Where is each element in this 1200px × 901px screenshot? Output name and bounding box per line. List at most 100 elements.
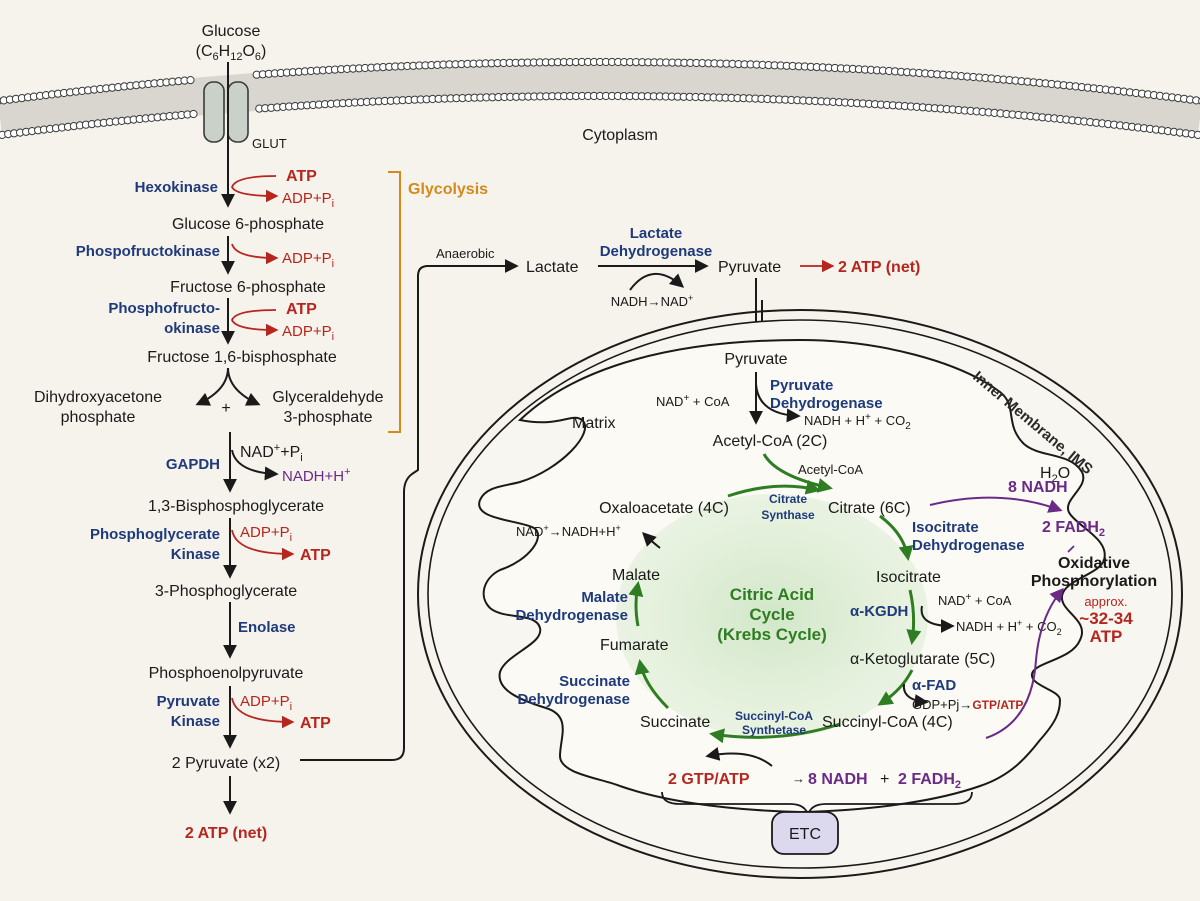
idh-label-line-1: Isocitrate [912,519,979,536]
krebs-title-line-3: (Krebs Cycle) [717,625,827,644]
malate-label: Malate [612,567,660,584]
water-label: H2O [1040,465,1070,485]
cell-membrane [0,57,1200,139]
krebs-background [616,494,928,738]
oxphos-atp-line-2: ATP [1090,627,1123,646]
ldh-label-line-2: Dehydrogenase [600,243,713,260]
pk-label-line-2: Kinase [171,713,220,730]
mdh-label-line-1: Malate [581,589,628,606]
g3p-label-2: 3-phosphate [284,409,373,426]
gapdh-nadh: NADH+H+ [282,466,351,485]
krebs-cycle-arrows [628,453,922,744]
oxphos-approx: approx. [1084,594,1127,609]
glut-label: GLUT [252,136,287,151]
succinate-label: Succinate [640,714,710,731]
mito-pyruvate-label: Pyruvate [724,351,787,368]
hexokinase-atp: ATP [286,168,317,185]
hexokinase-label: Hexokinase [135,179,218,196]
lipid-head [186,76,195,85]
dhap-label-1: Dihydroxyacetone [34,389,162,406]
scs-cofactor: GDP+Pj→GTP/ATP [912,697,1023,712]
scs-cofactor-arrow [902,683,929,709]
cs-label-line-2: Synthase [761,508,815,522]
enolase-label: Enolase [238,619,296,636]
pgk-adp: ADP+Pi [240,524,292,544]
bpg-label: 1,3-Bisphosphoglycerate [148,498,324,515]
nadh-to-oxphos-arrow [929,496,1063,513]
pdh-output: NADH + H+ + CO2 [804,412,911,432]
pfk-adp: ADP+Pi [282,250,334,270]
split-plus: + [221,400,230,417]
yield-gtp: 2 GTP/ATP [668,771,750,788]
glycolysis-arrows [195,62,261,815]
ldh-label-line-1: Lactate [630,225,683,242]
g3p-label-1: Glyceraldehyde [272,389,383,406]
pdh-label-line-1: Pyruvate [770,377,833,394]
fructose-6-phosphate: Fructose 6-phosphate [170,279,326,296]
pdh-cofactor-arrow [755,383,801,423]
oxphos-title-line-1: Oxidative [1058,555,1130,572]
idh-input: NAD+ + CoA [938,592,1012,608]
lactate-label: Lactate [526,259,579,276]
phospholipid-heads [0,57,1200,139]
citrate-label: Citrate (6C) [828,500,911,517]
idh-label-line-2: Dehydrogenase [912,537,1025,554]
glucose-6-phosphate: Glucose 6-phosphate [172,216,324,233]
anaerobic-label: Anaerobic [436,246,495,261]
lipid-head [189,109,198,119]
gapdh-label: GAPDH [166,456,220,473]
etc-box [771,811,839,855]
pk-atp: ATP [300,715,331,732]
oxphos-atp-line-1: ~32-34 [1079,609,1133,628]
pgk-label-line-2: Kinase [171,546,220,563]
pep-label: Phosphoenolpyruvate [149,665,304,682]
mdh-cofactor: NAD+→NADH+H+ [516,523,621,539]
krebs-to-oxphos-arrow [985,587,1064,739]
pfk-label-line-2: okinase [164,320,220,337]
glycolysis-cofactor-arrows [231,175,295,729]
yield-joiner: → [792,771,805,786]
dhap-label-2: phosphate [61,409,136,426]
pfk2-adp: ADP+Pi [282,323,334,343]
oxaloacetate-label: Oxaloacetate (4C) [599,500,729,517]
glut-transporter [203,81,249,143]
succinyl-coa-label: Succinyl-CoA (4C) [822,714,953,731]
pfk2-atp: ATP [286,301,317,318]
sdh-label-line-2: Dehydrogenase [517,691,630,708]
pk-label-line-1: Pyruvate [157,693,220,710]
pdh-input: NAD+ + CoA [656,393,730,409]
glucose-label: Glucose [202,23,261,40]
pdh-label-line-2: Dehydrogenase [770,395,883,412]
oxphos-fadh2: 2 FADH2 [1042,519,1105,539]
pfk-label: Phospofructokinase [76,243,220,260]
etc-label: ETC [789,826,821,843]
cytoplasm-label: Cytoplasm [582,127,658,144]
mdh-label-line-2: Dehydrogenase [515,607,628,624]
akg-label: α-Ketoglutarate (5C) [850,651,995,668]
oxphos-nadh: 8 NADH [1008,479,1068,496]
fadh-tick [1067,545,1075,553]
cs-label-line-1: Citrate [769,492,807,506]
pgk-label-line-1: Phosphoglycerate [90,526,220,543]
sdh-label-line-1: Succinate [559,673,630,690]
hexokinase-adp: ADP+Pi [282,190,334,210]
pgk-atp: ATP [300,547,331,564]
krebs-title-line-1: Citric Acid [730,585,814,604]
yield-plus: + [880,771,889,788]
pk-adp: ADP+Pi [240,693,292,713]
scs-label-line-2: Synthetase [742,723,806,737]
mdh-cofactor-arrow [642,532,661,549]
lipid-head [1193,130,1200,139]
glycolysis-net-atp: 2 ATP (net) [185,825,267,842]
pyruvate-x2-label: 2 Pyruvate (x2) [172,755,280,772]
fumarate-label: Fumarate [600,637,669,654]
fructose-16-bisphosphate: Fructose 1,6-bisphosphate [147,349,337,366]
ldh-cofactor: NADH→NAD+ [611,293,694,309]
succinate-yield-arrow [705,747,773,767]
isocitrate-label: Isocitrate [876,569,941,586]
idh-output: NADH + H+ + CO2 [956,618,1062,637]
pg-label: 3-Phosphoglycerate [155,583,297,600]
anaerobic-path [300,259,519,761]
